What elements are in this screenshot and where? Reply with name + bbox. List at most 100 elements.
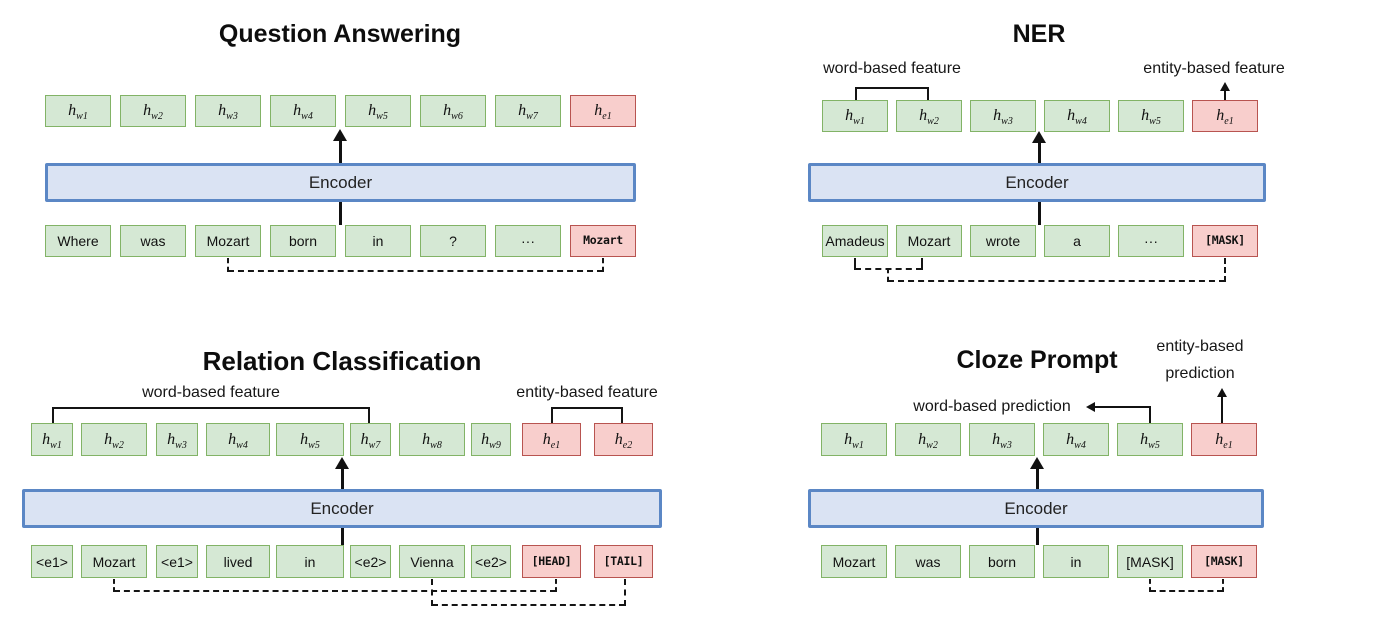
hidden-state-symbol: h [443,102,452,119]
hidden-state-label: hw5 [368,102,388,123]
panel-title: Cloze Prompt [956,346,1118,374]
token-box: <e2> [350,545,391,578]
hidden-state-box: he1 [1192,100,1258,132]
hidden-state-box: hw7 [495,95,561,127]
token-label: ··· [1144,233,1158,249]
hidden-state-symbol: h [992,430,1001,448]
hidden-state-label: hw3 [993,108,1013,127]
encoder-label: Encoder [310,498,374,518]
hidden-state-box: he2 [594,423,653,456]
token-label: <e2> [354,553,387,570]
hidden-state-symbol: h [481,430,490,448]
token-box: a [1044,225,1110,257]
hidden-state-label: hw1 [844,430,864,450]
token-label: [TAIL] [603,553,644,568]
copy-connector [602,258,604,272]
hidden-state-label: hw7 [518,103,538,123]
hidden-state-label: hw7 [361,431,381,451]
token-label: wrote [985,233,1021,249]
hidden-state-box: he1 [570,95,636,127]
entity-prediction-arrow-icon [1217,388,1227,397]
token-box: [MASK] [1191,545,1257,578]
hidden-state-box: hw2 [120,95,186,127]
copy-connector [431,579,433,606]
token-box: ? [420,225,486,257]
copy-connector [555,579,557,592]
hidden-state-box: he1 [522,423,581,456]
hidden-state-box: hw8 [399,423,465,456]
word-feature-label: word-based feature [823,60,961,77]
encoder-output-arrow-icon [1038,141,1041,163]
hidden-state-label: hw3 [218,103,238,122]
hidden-state-label: he1 [543,431,560,450]
hidden-state-box: hw4 [270,95,336,127]
copy-connector [1150,590,1223,592]
hidden-state-subscript: e1 [1223,439,1233,451]
hidden-state-label: hw9 [481,430,501,450]
token-box: ··· [1118,225,1184,257]
hidden-state-symbol: h [845,107,854,124]
token-box: [TAIL] [594,545,653,578]
token-label: Mozart [206,233,250,249]
hidden-state-subscript: w4 [236,439,248,451]
copy-connector [113,579,115,592]
copy-connector [888,280,1225,282]
token-box: [HEAD] [522,545,581,578]
token-label: [HEAD] [531,553,572,568]
token-label: [MASK] [1205,233,1245,248]
entity-prediction-label: entity-based [1156,338,1244,355]
hidden-state-symbol: h [1140,430,1149,448]
token-label: Where [57,233,99,249]
token-label: [MASK] [1126,553,1174,570]
hidden-state-subscript: w1 [76,111,88,123]
copy-connector [114,590,556,592]
token-label: in [1070,553,1082,570]
hidden-state-box: hw2 [81,423,147,456]
encoder-output-arrow-icon [335,457,349,469]
token-label: Mozart [832,553,876,570]
token-label: a [1073,233,1081,249]
hidden-state-symbol: h [1215,430,1224,448]
hidden-state-subscript: w7 [526,111,538,123]
hidden-state-symbol: h [368,102,377,119]
hidden-state-box: hw9 [471,423,511,456]
hidden-state-subscript: w7 [368,439,381,451]
hidden-state-label: hw3 [992,430,1012,450]
hidden-state-symbol: h [143,102,152,119]
hidden-state-label: hw3 [167,431,187,451]
token-label: born [987,553,1017,570]
encoder-label: Encoder [308,172,373,192]
hidden-state-label: he1 [594,102,611,122]
encoder-output-arrow-icon [339,139,342,163]
token-box: [MASK] [1192,225,1258,257]
token-label: ? [449,233,457,249]
hidden-state-subscript: w5 [308,439,320,451]
hidden-state-subscript: w5 [1149,116,1161,128]
token-label: Mozart [583,233,623,248]
hidden-state-box: hw1 [822,100,888,132]
hidden-state-box: hw6 [420,95,486,127]
hidden-state-subscript: w2 [926,439,938,451]
hidden-state-symbol: h [594,102,603,119]
hidden-state-subscript: w3 [175,439,187,451]
hidden-state-symbol: h [844,430,853,448]
hidden-state-subscript: w5 [376,111,388,123]
hidden-state-subscript: e1 [1224,116,1234,128]
hidden-state-label: hw1 [42,431,62,450]
token-label: in [304,553,316,570]
word-prediction-arrow-icon [1086,402,1095,412]
hidden-state-symbol: h [614,430,623,448]
hidden-state-subscript: w4 [1074,439,1086,451]
hidden-state-symbol: h [1141,107,1150,124]
copy-connector [228,270,603,272]
entity-feature-label: entity-based feature [1143,60,1285,77]
copy-connector [921,258,923,270]
token-box: <e1> [156,545,198,578]
encoder-input-stem [1038,202,1041,225]
word-prediction-arrow-icon [1094,406,1151,408]
hidden-state-label: hw5 [1140,430,1160,450]
entity-feature-label: entity-based feature [516,384,658,401]
token-label: was [140,233,166,249]
hidden-state-box: hw4 [1044,100,1110,132]
token-box: [MASK] [1117,545,1183,578]
